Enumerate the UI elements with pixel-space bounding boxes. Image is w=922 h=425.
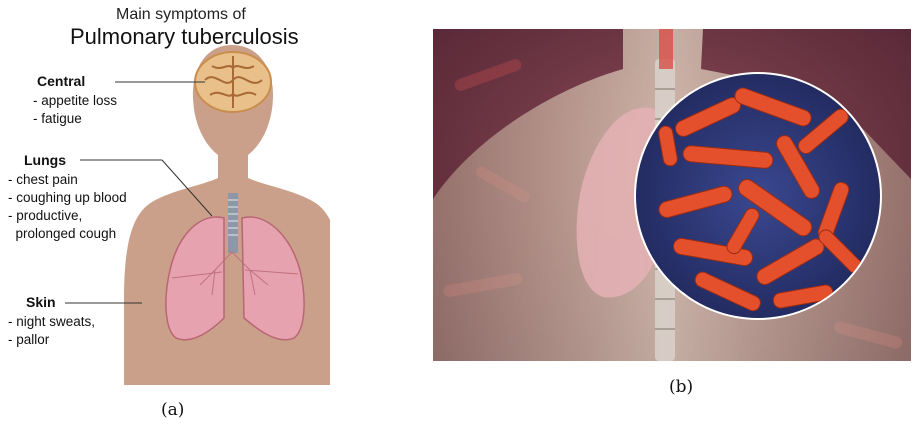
symptom-item: - pallor	[8, 331, 95, 349]
symptom-item: - appetite loss	[33, 92, 117, 110]
panel-b-photo	[433, 29, 911, 361]
lungs-bacteria-illustration	[433, 29, 911, 361]
panel-a-diagram: Main symptoms of Pulmonary tuberculosis …	[0, 0, 330, 425]
region-central-label: Central	[37, 73, 85, 89]
brain-icon	[195, 52, 271, 112]
caption-a: (a)	[161, 400, 184, 420]
symptom-item: - night sweats,	[8, 313, 95, 331]
central-symptom-list: - appetite loss - fatigue	[33, 92, 117, 128]
diagram-title-line2: Pulmonary tuberculosis	[70, 24, 299, 50]
symptom-item: - coughing up blood	[8, 189, 127, 207]
symptom-item: - fatigue	[33, 110, 117, 128]
symptom-item: prolonged cough	[8, 225, 127, 243]
skin-symptom-list: - night sweats, - pallor	[8, 313, 95, 349]
caption-b: (b)	[669, 377, 693, 397]
region-skin-label: Skin	[26, 294, 56, 310]
symptom-item: - productive,	[8, 207, 127, 225]
symptom-item: - chest pain	[8, 171, 127, 189]
lungs-symptom-list: - chest pain - coughing up blood - produ…	[8, 171, 127, 243]
diagram-title-line1: Main symptoms of	[116, 6, 246, 24]
region-lungs-label: Lungs	[24, 152, 66, 168]
trachea	[228, 193, 238, 253]
